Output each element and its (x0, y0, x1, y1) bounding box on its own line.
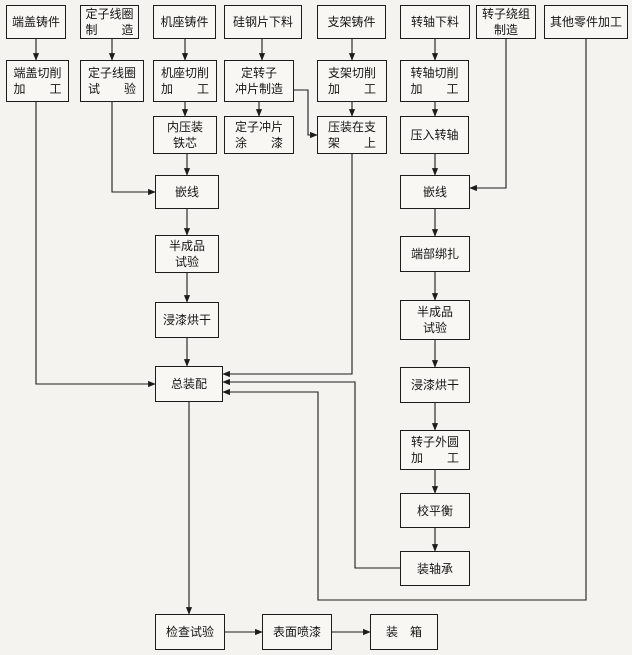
box-end-cover-casting-label: 端盖铸件 (11, 15, 60, 29)
box-stator-coil-making-line2: 制 造 (85, 23, 134, 37)
arrow-rotor-winding-to-embed (469, 39, 507, 192)
box-end-cover-machining: 端盖切削 加 工 (6, 60, 69, 102)
box-rotor-balancing-label: 校平衡 (416, 503, 453, 518)
box-stator-coil-making: 定子线圈 制 造 (80, 5, 139, 39)
box-inspection-test-label: 检查试验 (165, 625, 214, 639)
box-silicon-steel-blanking-label: 硅钢片下料 (232, 15, 293, 29)
box-shaft-machining: 转轴切削 加 工 (400, 60, 469, 102)
box-press-on-bracket: 压装在支 架 上 (317, 116, 387, 154)
box-end-cover-machining-line1: 端盖切削 (13, 66, 62, 80)
arrow-bearing-to-assembly (222, 378, 400, 569)
box-stator-semi-test-line1: 半成品 (168, 239, 205, 253)
box-rotor-winding-making: 转子绕组 制造 (476, 5, 536, 39)
arrow-bracket-to-assembly (222, 154, 353, 378)
box-stator-coil-test: 定子线圈 试 验 (80, 60, 144, 102)
box-other-parts-machining-label: 其他零件加工 (549, 15, 622, 29)
arrow-coil-test-to-embed (111, 102, 156, 196)
box-bracket-machining-line2: 加 工 (327, 82, 376, 96)
box-stator-dip-dry: 浸漆烘干 (155, 302, 219, 338)
box-stator-rotor-punching-line1: 定转子 (240, 66, 277, 80)
box-rotor-semi-test: 半成品 试验 (400, 300, 470, 340)
box-shaft-blanking: 转轴下料 (400, 5, 470, 39)
box-packing-label: 装 箱 (385, 625, 422, 639)
box-bracket-casting-label: 支架铸件 (327, 15, 376, 29)
box-shaft-machining-line1: 转轴切削 (410, 66, 459, 80)
box-stator-dip-dry-label: 浸漆烘干 (162, 313, 211, 327)
box-rotor-embed-wire-label: 嵌线 (422, 185, 447, 199)
box-end-cover-machining-line2: 加 工 (13, 82, 62, 96)
box-stator-rotor-punching: 定转子 冲片制造 (224, 60, 294, 102)
box-press-core: 内压装 铁芯 (153, 116, 217, 154)
box-rotor-bearing-install: 装轴承 (400, 551, 470, 586)
box-rotor-end-binding-label: 端部绑扎 (410, 247, 459, 261)
box-bracket-machining-line1: 支架切削 (327, 66, 376, 80)
box-rotor-od-machining-line1: 转子外圆 (410, 435, 459, 449)
box-rotor-semi-test-line2: 试验 (422, 321, 447, 335)
box-press-core-line1: 内压装 (166, 120, 203, 134)
box-stator-punching-paint-line2: 涂 漆 (234, 136, 283, 150)
box-final-assembly-label: 总装配 (170, 377, 207, 391)
box-rotor-end-binding: 端部绑扎 (400, 236, 470, 272)
box-rotor-winding-making-line2: 制造 (493, 23, 518, 37)
box-press-on-bracket-line1: 压装在支 (327, 120, 376, 134)
box-press-shaft-label: 压入转轴 (410, 128, 459, 142)
box-frame-machining-line2: 加 工 (160, 82, 209, 96)
box-stator-coil-test-line1: 定子线圈 (87, 66, 136, 80)
box-stator-coil-test-line2: 试 验 (87, 82, 136, 96)
box-shaft-machining-line2: 加 工 (410, 82, 459, 96)
box-stator-embed-wire: 嵌线 (155, 175, 219, 209)
box-stator-punching-paint: 定子冲片 涂 漆 (224, 116, 294, 154)
box-press-on-bracket-line2: 架 上 (327, 136, 376, 150)
box-press-core-line2: 铁芯 (172, 136, 197, 150)
box-frame-machining-line1: 机座切削 (160, 66, 209, 80)
box-stator-semi-test-line2: 试验 (174, 255, 199, 269)
box-rotor-dip-dry: 浸漆烘干 (400, 367, 470, 403)
box-rotor-od-machining: 转子外圆 加 工 (400, 430, 470, 470)
box-frame-machining: 机座切削 加 工 (153, 60, 217, 102)
arrow-other-parts-to-assembly (222, 39, 587, 601)
box-rotor-embed-wire: 嵌线 (400, 175, 470, 209)
box-inspection-test: 检查试验 (155, 614, 225, 650)
box-press-shaft: 压入转轴 (400, 116, 469, 154)
box-packing: 装 箱 (370, 614, 438, 650)
box-stator-punching-paint-line1: 定子冲片 (234, 120, 283, 134)
box-rotor-winding-making-line1: 转子绕组 (481, 7, 530, 21)
box-rotor-semi-test-line1: 半成品 (416, 305, 453, 319)
box-other-parts-machining: 其他零件加工 (544, 5, 628, 39)
box-rotor-od-machining-line2: 加 工 (410, 451, 459, 465)
box-end-cover-casting: 端盖铸件 (6, 5, 66, 39)
box-surface-spray-label: 表面喷漆 (272, 625, 321, 639)
box-final-assembly: 总装配 (155, 366, 223, 402)
arrow-punching-to-press-on-bracket (294, 89, 318, 139)
box-bracket-casting: 支架铸件 (317, 5, 386, 39)
box-shaft-blanking-label: 转轴下料 (410, 15, 459, 29)
box-surface-spray: 表面喷漆 (262, 614, 332, 650)
box-bracket-machining: 支架切削 加 工 (317, 60, 387, 102)
box-rotor-balancing: 校平衡 (400, 493, 470, 528)
box-stator-semi-test: 半成品 试验 (155, 235, 219, 273)
box-stator-embed-wire-label: 嵌线 (174, 185, 199, 199)
box-frame-casting-label: 机座铸件 (160, 15, 209, 29)
box-frame-casting: 机座铸件 (153, 5, 216, 39)
box-silicon-steel-blanking: 硅钢片下料 (224, 5, 302, 39)
box-stator-rotor-punching-line2: 冲片制造 (234, 82, 283, 96)
arrow-end-cover-to-assembly (35, 102, 156, 388)
box-rotor-dip-dry-label: 浸漆烘干 (410, 378, 459, 392)
box-rotor-bearing-install-label: 装轴承 (416, 561, 453, 576)
box-stator-coil-making-line1: 定子线圈 (85, 7, 134, 21)
